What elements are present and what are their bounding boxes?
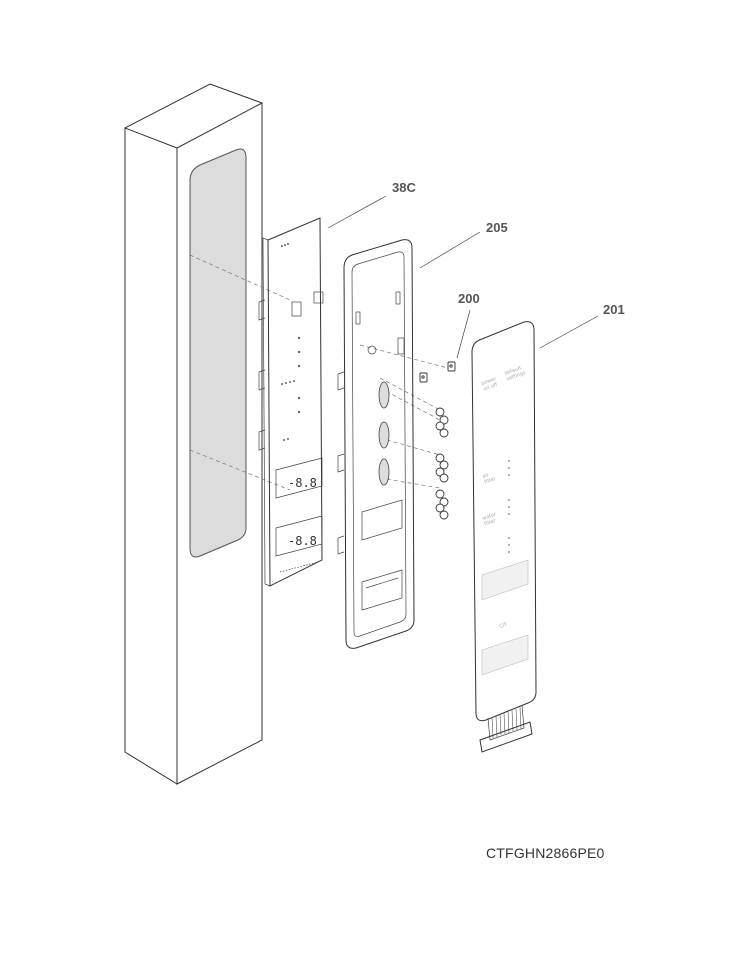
overlay-label-default: defaultsettings: [504, 364, 527, 382]
overlay-label-power: poweron off: [481, 376, 501, 393]
button-group-1: [435, 407, 449, 438]
button-group-2: [435, 453, 449, 483]
screw-mid: [419, 372, 428, 383]
display-window: [189, 148, 247, 558]
leader-205: [419, 231, 481, 269]
led-display-lower: -8.8: [275, 515, 323, 557]
overlay-label-air-filter: airfilter: [482, 470, 498, 486]
leader-201: [539, 315, 599, 349]
callout-200: 200: [458, 291, 480, 306]
model-code: CTFGHN2866PE0: [486, 845, 605, 861]
display-digits-lower: -8.8: [288, 534, 317, 548]
membrane-overlay: poweron off defaultsettings airfilter wa…: [471, 321, 537, 753]
overlay-label-water-filter: waterfilter: [482, 511, 500, 527]
overlay-label-units: C/F: [499, 621, 509, 629]
screws: [419, 361, 456, 520]
screw-top: [447, 361, 456, 372]
callout-205: 205: [486, 220, 508, 235]
button-group-3: [435, 489, 449, 520]
control-frame: [337, 239, 415, 649]
control-board: -8.8 -8.8: [258, 217, 324, 587]
display-digits-upper: -8.8: [288, 476, 317, 490]
led-display-upper: -8.8: [275, 457, 323, 499]
door-housing: [124, 83, 263, 785]
leader-38c: [327, 195, 387, 229]
callout-201: 201: [603, 302, 625, 317]
projection-lines: [189, 254, 449, 491]
leader-200: [456, 309, 471, 359]
callout-38c: 38C: [392, 180, 416, 195]
